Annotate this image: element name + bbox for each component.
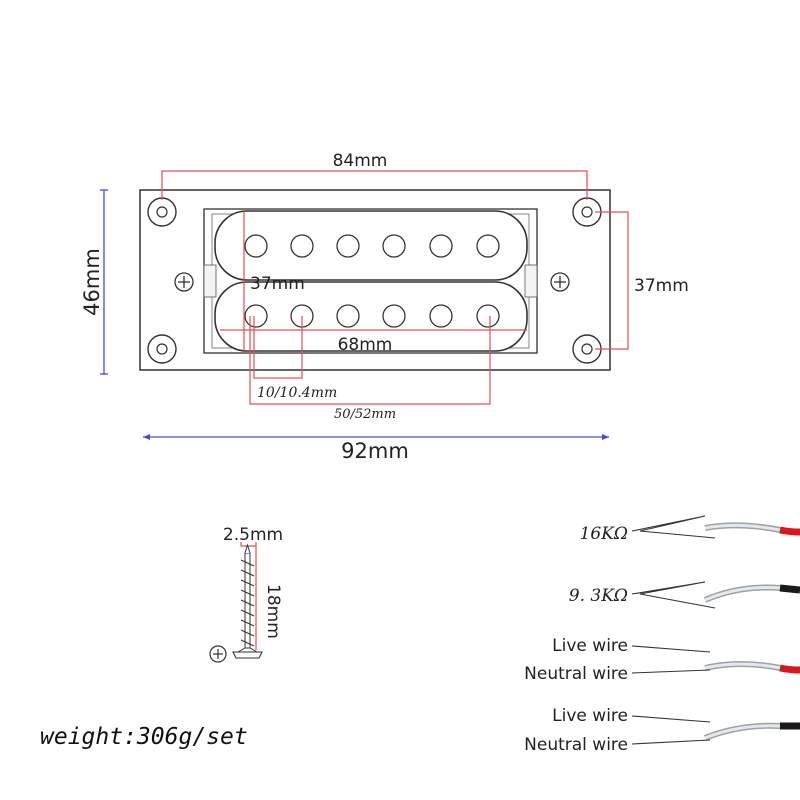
screw-diameter-label: 2.5mm [223,525,283,545]
wire-16k [631,515,800,539]
wire-9k3 [631,581,800,609]
live-wire-label-1: Live wire [552,636,628,656]
humbucker-coils [214,210,528,352]
neutral-wire-label-2: Neutral wire [524,735,628,755]
pole-piece [336,234,360,258]
resistance-9k3-label: 9. 3KΩ [569,586,628,606]
red-dimension-lines [161,170,629,405]
coil-37-inner-label: 37mm [250,274,305,294]
pole-span-label: 50/52mm [334,407,396,422]
pole-spacing-dimension [253,316,303,379]
mounting-hole-icon [147,334,177,364]
bottom-coil [214,281,528,352]
pole-piece [382,234,406,258]
span-84-dimension [161,170,588,200]
mounting-hole-icon [572,334,602,364]
pole-pieces [244,234,500,328]
wire-red-pair [631,645,800,674]
phillips-screw-icon [209,645,227,663]
screw-illustration: 2.5mm 18mm [209,525,283,663]
top-coil [214,210,528,281]
pole-piece [244,304,268,328]
mounting-hole-icon [147,197,177,227]
coil-37-outer-dimension [595,211,629,350]
pole-piece [429,304,453,328]
blue-dimension-lines [100,189,609,440]
pole-row-68-label: 68mm [338,335,393,355]
wire-black-pair [631,715,800,745]
pole-piece [244,234,268,258]
screw-length-label: 18mm [263,584,283,639]
right-tab [524,264,538,298]
pole-piece [382,304,406,328]
pole-piece [290,234,314,258]
neutral-wire-label-1: Neutral wire [524,664,628,684]
span-84-label: 84mm [333,151,388,171]
height-46-label: 46mm [80,248,104,316]
adjust-screw-icon [550,272,570,292]
pole-piece [336,304,360,328]
screw-head [232,651,263,659]
coil-37-outer-label: 37mm [634,276,689,296]
pole-span-dimension [249,316,491,405]
live-wire-label-2: Live wire [552,706,628,726]
weight-label: weight:306g/set [40,724,248,750]
wire-illustrations: 16KΩ 9. 3KΩ Live wire Neutral wire Live … [524,515,800,755]
width-92-label: 92mm [341,439,409,463]
pole-piece [429,234,453,258]
adjust-screw-icon [174,272,194,292]
left-tab [203,264,217,298]
resistance-16k-label: 16KΩ [580,524,628,544]
pole-piece [476,234,500,258]
pole-spacing-label: 10/10.4mm [257,385,337,401]
pole-piece [476,304,500,328]
